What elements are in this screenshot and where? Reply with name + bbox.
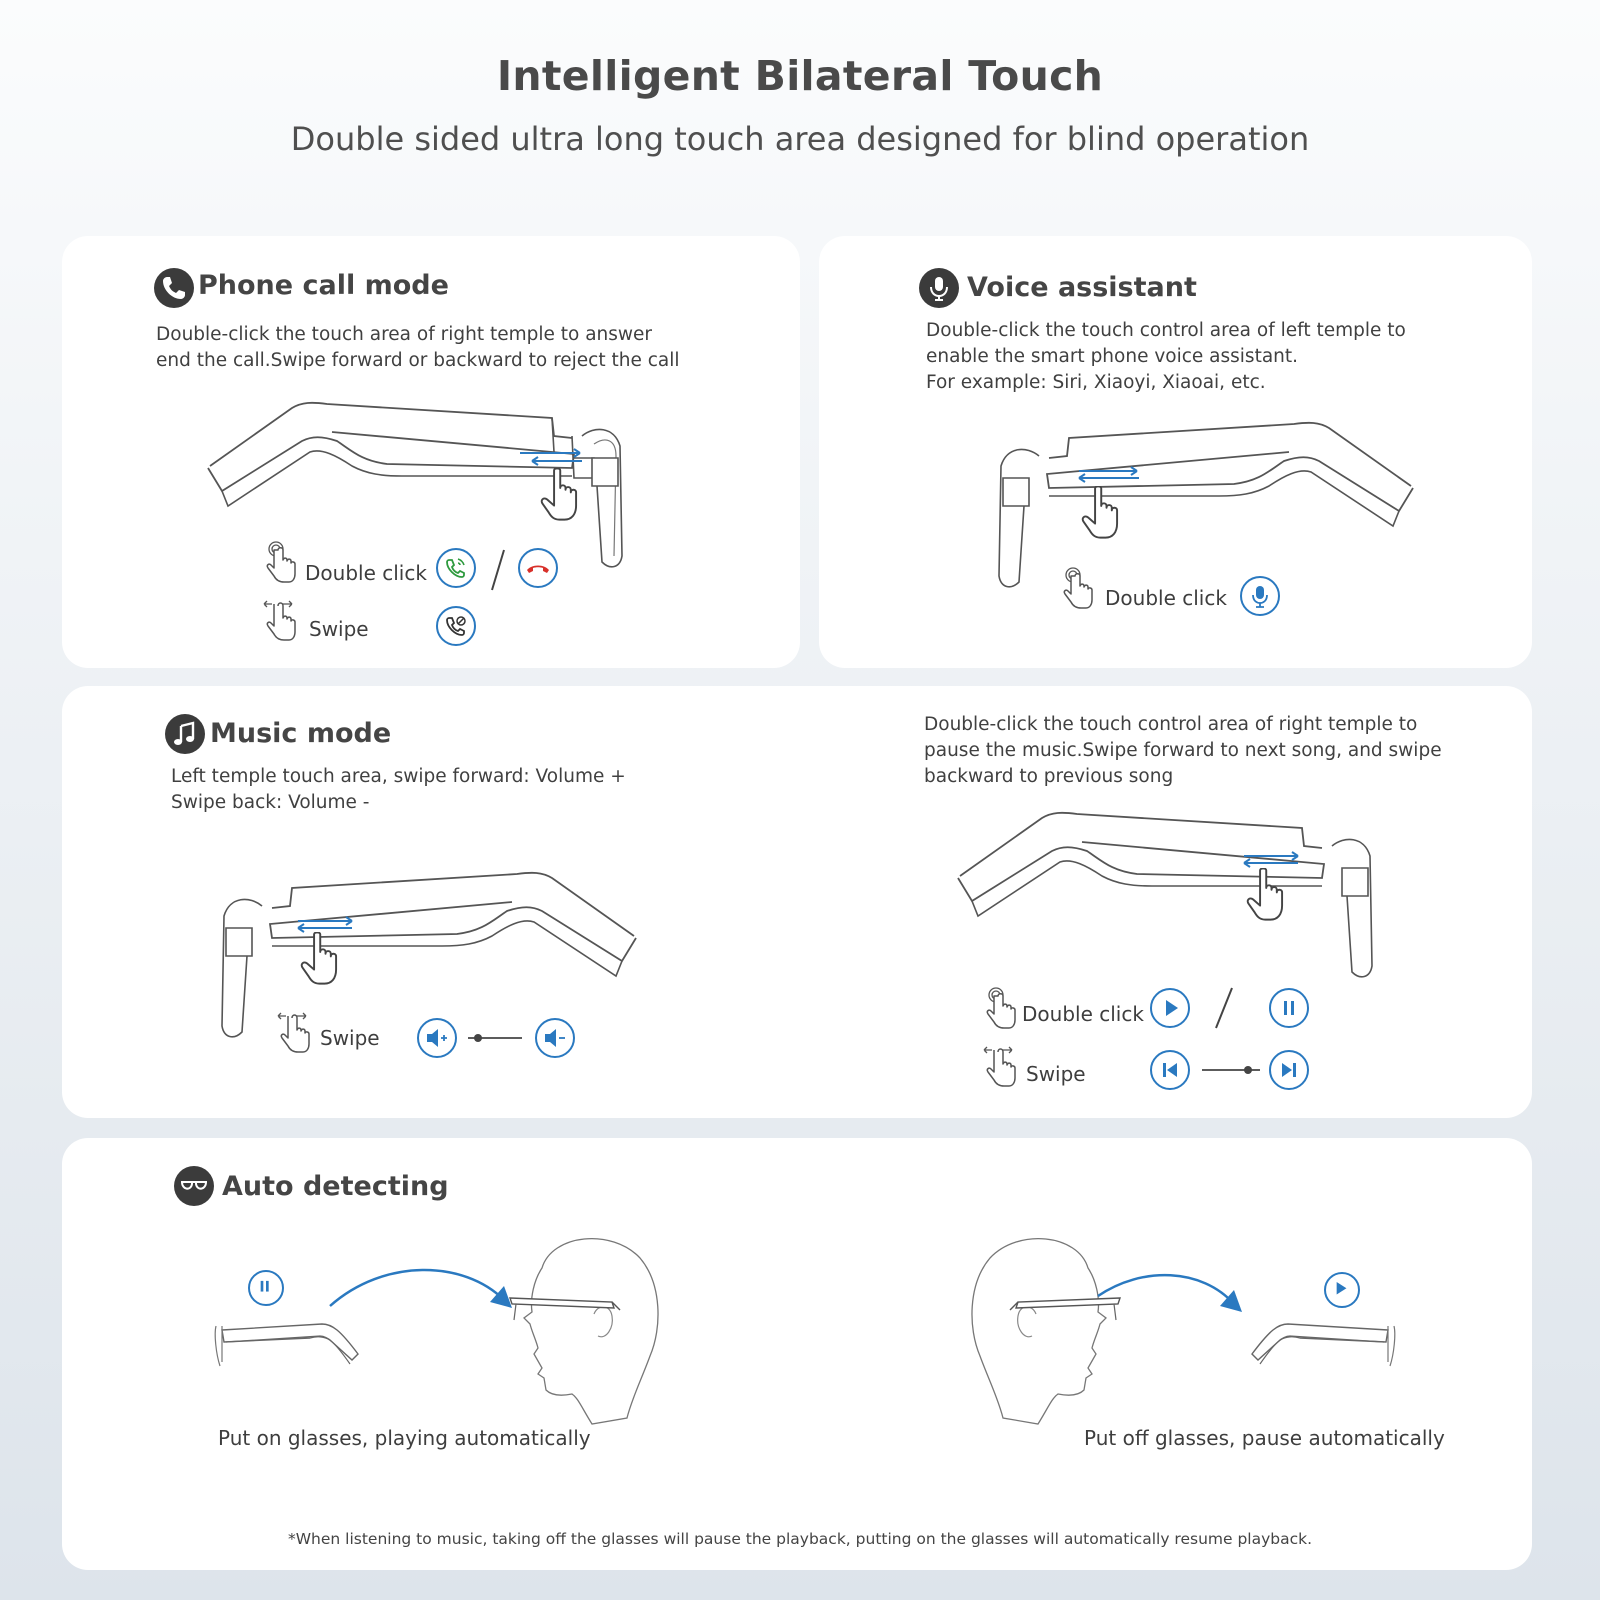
double-tap-gesture-icon <box>982 986 1018 1030</box>
page-title: Intelligent Bilateral Touch <box>496 52 1104 100</box>
arrow-right-icon <box>329 1268 512 1308</box>
description-line: Swipe back: Volume - <box>171 792 370 813</box>
swipe-direction-connector <box>1202 1066 1260 1074</box>
music-card: Music mode Left temple touch area, swipe… <box>62 686 1532 1118</box>
answer-call-icon <box>436 548 476 588</box>
double-click-label: Double click <box>1022 1002 1144 1026</box>
swipe-gesture-icon <box>276 1010 312 1054</box>
description-line: Double-click the touch area of right tem… <box>156 324 653 345</box>
phone-call-description: Double-click the touch area of right tem… <box>156 322 680 374</box>
phone-call-title: Phone call mode <box>198 270 449 301</box>
glasses-temple-illustration <box>957 811 1373 978</box>
reject-call-icon <box>436 606 476 646</box>
auto-detect-card: Auto detecting Put on glasses, playing a… <box>62 1138 1532 1570</box>
microphone-icon <box>919 268 959 308</box>
slash-divider <box>1215 987 1233 1029</box>
description-line: backward to previous song <box>924 766 1174 787</box>
arrow-right-icon <box>1097 1273 1242 1312</box>
play-icon <box>1324 1272 1360 1308</box>
page-subtitle: Double sided ultra long touch area desig… <box>290 120 1310 158</box>
description-line: Double-click the touch control area of l… <box>926 320 1406 341</box>
description-line: enable the smart phone voice assistant. <box>926 346 1299 367</box>
voice-assistant-card: Voice assistant Double-click the touch c… <box>819 236 1532 668</box>
pause-icon <box>248 1270 284 1306</box>
phone-call-card: Phone call mode Double-click the touch a… <box>62 236 800 668</box>
swipe-gesture-icon <box>262 598 298 642</box>
music-note-icon <box>165 714 205 754</box>
footnote: *When listening to music, taking off the… <box>287 1530 1313 1548</box>
swipe-label: Swipe <box>1026 1062 1086 1086</box>
description-line: Left temple touch area, swipe forward: V… <box>171 766 626 787</box>
put-off-caption: Put off glasses, pause automatically <box>1084 1426 1445 1450</box>
pause-icon <box>1269 988 1309 1028</box>
glasses-temple-illustration <box>207 401 623 568</box>
double-click-label: Double click <box>305 561 427 585</box>
auto-detect-title: Auto detecting <box>222 1171 449 1202</box>
put-on-caption: Put on glasses, playing automatically <box>218 1426 591 1450</box>
volume-down-icon <box>535 1018 575 1058</box>
folded-glasses-illustration <box>214 1323 359 1367</box>
description-line: end the call.Swipe forward or backward t… <box>156 350 680 371</box>
glasses-temple-illustration <box>221 871 637 1038</box>
description-line: Double-click the touch control area of r… <box>924 714 1418 735</box>
slash-divider <box>491 549 505 591</box>
glasses-icon <box>174 1166 214 1206</box>
double-tap-gesture-icon <box>1059 566 1095 610</box>
swipe-label: Swipe <box>309 617 369 641</box>
phone-icon <box>154 268 194 308</box>
previous-track-icon <box>1150 1050 1190 1090</box>
description-line: pause the music.Swipe forward to next so… <box>924 740 1442 761</box>
play-icon <box>1150 988 1190 1028</box>
swipe-label: Swipe <box>320 1026 380 1050</box>
microphone-button-icon <box>1240 576 1280 616</box>
music-right-description: Double-click the touch control area of r… <box>924 712 1442 790</box>
double-click-label: Double click <box>1105 586 1227 610</box>
double-tap-gesture-icon <box>262 540 298 584</box>
voice-assistant-title: Voice assistant <box>967 272 1197 303</box>
swipe-direction-connector <box>468 1034 522 1042</box>
folded-glasses-illustration <box>1251 1323 1396 1367</box>
head-wearing-glasses-illustration <box>509 1238 659 1425</box>
music-left-description: Left temple touch area, swipe forward: V… <box>171 764 626 816</box>
description-line: For example: Siri, Xiaoyi, Xiaoai, etc. <box>926 372 1266 393</box>
swipe-gesture-icon <box>982 1044 1018 1088</box>
glasses-temple-illustration <box>998 421 1414 588</box>
music-title: Music mode <box>210 718 392 749</box>
next-track-icon <box>1269 1050 1309 1090</box>
head-wearing-glasses-illustration <box>971 1238 1121 1425</box>
end-call-icon <box>518 548 558 588</box>
volume-up-icon <box>417 1018 457 1058</box>
voice-assistant-description: Double-click the touch control area of l… <box>926 318 1406 396</box>
